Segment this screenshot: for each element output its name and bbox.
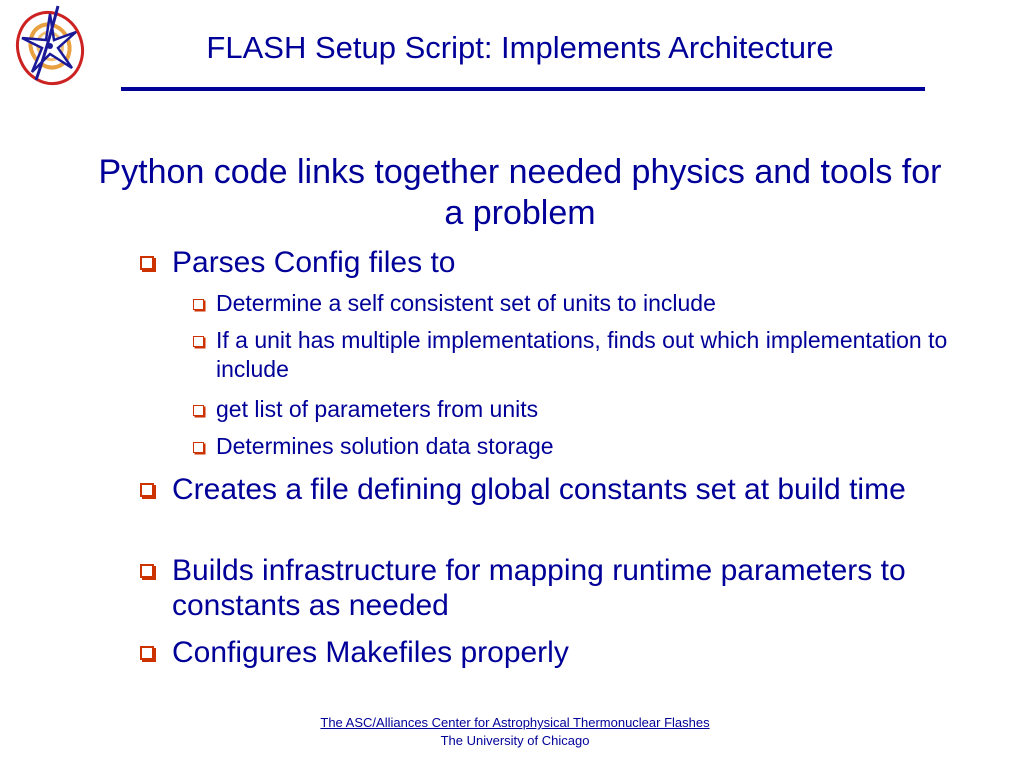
bullet-item: Configures Makefiles properly (140, 635, 950, 670)
slide-title: FLASH Setup Script: Implements Architect… (206, 30, 834, 65)
bullet-text: Parses Config files to (172, 246, 456, 279)
sub-bullet-item: If a unit has multiple implementations, … (193, 326, 953, 384)
bullet-item: Builds infrastructure for mapping runtim… (140, 553, 950, 623)
bullet-box-icon (193, 405, 204, 416)
bullet-box-icon (140, 256, 154, 270)
footer-center-link[interactable]: The ASC/Alliances Center for Astrophysic… (320, 715, 710, 730)
bullet-text: Builds infrastructure for mapping runtim… (172, 554, 906, 622)
sub-bullet-item: Determines solution data storage (193, 432, 953, 461)
footer-university: The University of Chicago (440, 733, 590, 748)
lead-statement: Python code links together needed physic… (98, 153, 942, 232)
sub-bullet-text: If a unit has multiple implementations, … (216, 327, 948, 382)
bullet-box-icon (140, 483, 154, 497)
flash-center-logo-icon (6, 2, 90, 92)
bullet-item: Creates a file defining global constants… (140, 472, 950, 507)
sub-bullet-item: Determine a self consistent set of units… (193, 289, 953, 318)
bullet-text: Configures Makefiles properly (172, 636, 569, 669)
sub-bullet-text: Determines solution data storage (216, 433, 554, 459)
bullet-box-icon (193, 299, 204, 310)
bullet-item: Parses Config files to (140, 245, 950, 280)
bullet-text: Creates a file defining global constants… (172, 473, 906, 506)
sub-bullet-item: get list of parameters from units (193, 395, 953, 424)
bullet-box-icon (140, 564, 154, 578)
sub-bullet-text: get list of parameters from units (216, 396, 539, 422)
bullet-box-icon (193, 442, 204, 453)
bullet-box-icon (193, 336, 204, 347)
bullet-box-icon (140, 646, 154, 660)
sub-bullet-text: Determine a self consistent set of units… (216, 290, 716, 316)
title-underline (121, 87, 925, 91)
